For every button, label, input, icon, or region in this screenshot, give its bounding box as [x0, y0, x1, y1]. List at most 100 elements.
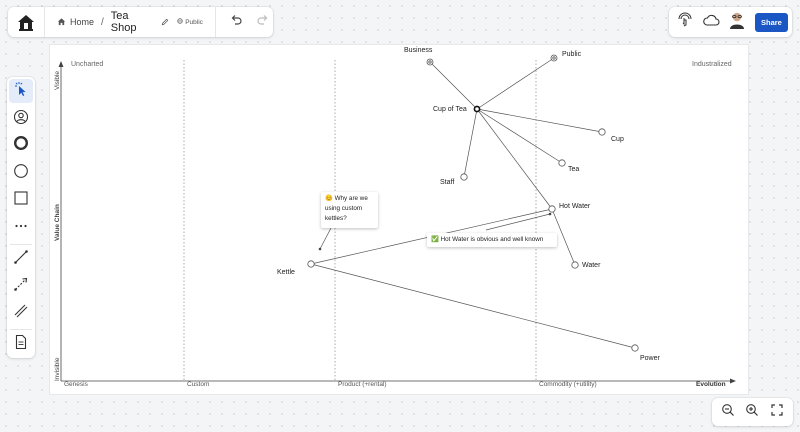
note-pointer-tip: [318, 247, 322, 251]
select-tool[interactable]: [9, 79, 33, 103]
rectangle-tool[interactable]: [9, 188, 33, 212]
divider: [10, 244, 32, 245]
component-label-hot-water[interactable]: Hot Water: [559, 203, 591, 210]
divider: [44, 7, 45, 37]
component-label-staff[interactable]: Staff: [440, 179, 455, 186]
component-label-cup-of-tea[interactable]: Cup of Tea: [433, 106, 467, 113]
component-staff[interactable]: [460, 173, 468, 181]
globe-icon: [177, 18, 183, 26]
zoom-in-icon: [745, 403, 759, 422]
link-cup-of-tea-staff[interactable]: [463, 108, 478, 178]
component-cup[interactable]: [598, 128, 606, 136]
share-button[interactable]: Share: [755, 12, 788, 32]
stage-label-commodity: Commodity (+utility): [539, 381, 597, 388]
component-hot-water[interactable]: [548, 205, 556, 213]
tool-palette: [7, 77, 35, 358]
component-label-cup[interactable]: Cup: [611, 136, 624, 143]
zoom-controls: [712, 398, 793, 426]
component-label-power[interactable]: Power: [640, 355, 660, 362]
link-kettle-power[interactable]: [310, 263, 636, 349]
breadcrumb-home-label: Home: [69, 17, 94, 27]
undo-icon: [229, 13, 243, 32]
note-pointer-hot-water: [485, 213, 551, 231]
stage-label-product: Product (+rental): [338, 381, 387, 388]
anchor-component-tool[interactable]: [9, 133, 33, 157]
circle-icon: [13, 163, 29, 184]
double-line-icon: [13, 303, 29, 324]
dashed-link-tool[interactable]: [9, 274, 33, 298]
redo-button[interactable]: [253, 12, 273, 32]
note-line: using custom: [325, 204, 363, 212]
breadcrumb-home[interactable]: Home: [57, 17, 94, 28]
presence-button[interactable]: [675, 12, 695, 32]
touch-signal-icon: [677, 12, 693, 33]
zoom-in-button[interactable]: [742, 402, 762, 422]
link-tool[interactable]: [9, 247, 33, 271]
map-canvas[interactable]: Uncharted Industralized Visible Value Ch…: [50, 45, 748, 394]
link-business-cup-of-tea[interactable]: [429, 61, 478, 110]
visibility-badge[interactable]: Public: [177, 18, 203, 26]
link-cup-of-tea-hot-water[interactable]: [476, 108, 553, 210]
link-public-cup-of-tea[interactable]: [476, 57, 555, 110]
note-pointer-tip: [548, 212, 552, 216]
component-label-kettle[interactable]: Kettle: [277, 269, 295, 276]
pencil-icon[interactable]: [161, 13, 169, 31]
x-axis-arrowhead: [730, 378, 736, 384]
app-logo-icon[interactable]: [16, 12, 36, 32]
user-avatar[interactable]: [727, 12, 747, 32]
line-icon: [13, 249, 29, 270]
user-marker: [552, 56, 556, 60]
component-power[interactable]: [631, 344, 639, 352]
fullscreen-icon: [770, 403, 784, 422]
y-axis-label-invisible: Invisible: [54, 357, 61, 381]
visibility-label: Public: [185, 18, 203, 26]
component-label-public[interactable]: Public: [562, 51, 582, 58]
dashed-arrow-icon: [13, 276, 29, 297]
thick-circle-icon: [13, 135, 29, 156]
component-kettle[interactable]: [307, 260, 315, 268]
note-line: 😊 Why are we: [325, 195, 368, 202]
redo-icon: [256, 13, 270, 32]
link-cup-of-tea-tea[interactable]: [476, 108, 563, 164]
note-pointer-kettle: [319, 227, 332, 250]
component-label-tea[interactable]: Tea: [568, 166, 580, 173]
fit-to-screen-button[interactable]: [767, 402, 787, 422]
pipeline-tool[interactable]: [9, 301, 33, 325]
user-tool[interactable]: [9, 107, 33, 131]
zoom-out-icon: [721, 403, 735, 422]
home-icon: [57, 17, 66, 28]
corner-label-uncharted: Uncharted: [71, 61, 104, 68]
avatar-icon: [729, 11, 745, 34]
component-tea[interactable]: [558, 159, 566, 167]
more-tools-button[interactable]: [9, 216, 33, 240]
component-label-water[interactable]: Water: [582, 262, 601, 269]
component-tool[interactable]: [9, 161, 33, 185]
cloud-sync-button[interactable]: [701, 12, 721, 32]
checkmark-icon: ✅: [431, 236, 439, 243]
note-hot-water[interactable]: ✅ Hot Water is obvious and well known: [427, 233, 557, 247]
x-axis-title: Evolution: [696, 381, 726, 388]
undo-button[interactable]: [226, 12, 246, 32]
divider: [10, 329, 32, 330]
link-hot-water-water[interactable]: [551, 208, 576, 266]
y-axis-label-visible: Visible: [54, 70, 61, 90]
note-tool[interactable]: [9, 332, 33, 356]
component-water[interactable]: [571, 261, 579, 269]
divider: [214, 7, 216, 37]
note-line: Hot Water is obvious and well known: [440, 236, 544, 243]
component-cup-of-tea[interactable]: [473, 105, 481, 113]
y-axis-title: Value Chain: [54, 204, 61, 241]
component-label-business[interactable]: Business: [404, 47, 433, 54]
account-bar: Share: [669, 7, 792, 37]
stage-label-custom: Custom: [187, 381, 210, 388]
y-axis-arrowhead: [58, 61, 64, 67]
note-kettle[interactable]: 😊 Why are we using custom kettles?: [321, 192, 378, 228]
page-title: Tea Shop: [110, 10, 137, 34]
square-icon: [13, 190, 29, 211]
component-business[interactable]: [426, 58, 434, 66]
zoom-out-button[interactable]: [718, 402, 738, 422]
link-cup-of-tea-cup[interactable]: [476, 108, 603, 133]
smiley-icon: 😊: [325, 195, 333, 202]
user-circle-icon: [13, 109, 29, 130]
component-public[interactable]: [550, 54, 558, 62]
